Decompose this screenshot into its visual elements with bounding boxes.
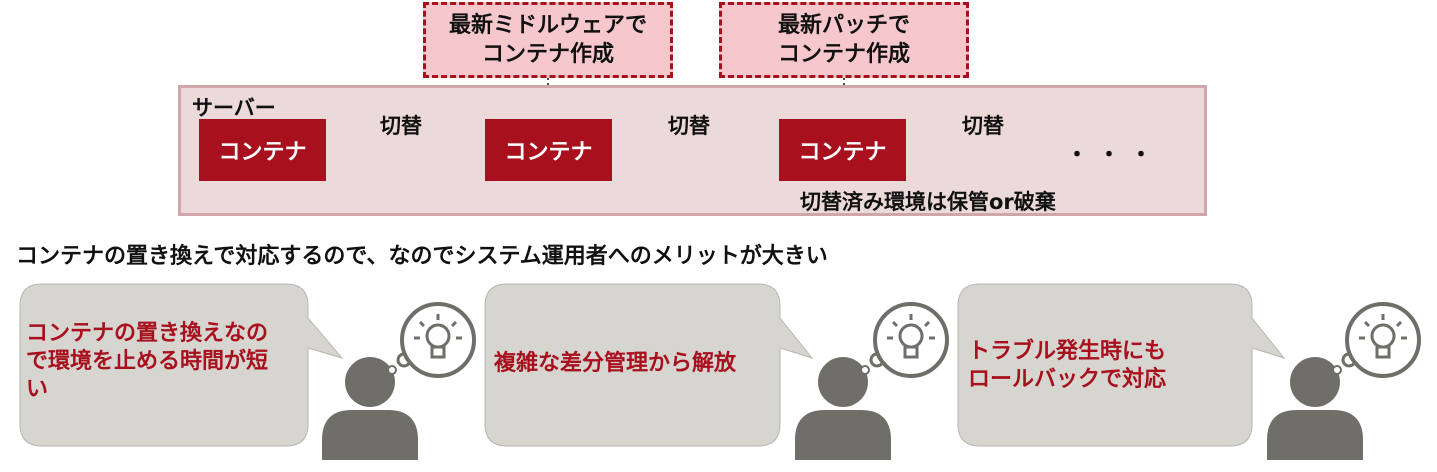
server-area — [178, 85, 1207, 216]
container-box-3: コンテナ — [779, 119, 906, 181]
benefit-line: 複雑な差分管理から解放 — [494, 351, 737, 376]
server-label: サーバー — [192, 96, 276, 120]
person-body-icon — [322, 410, 418, 460]
benefit-line: い — [26, 377, 49, 402]
person-thinking-2 — [795, 302, 949, 460]
person-body-icon — [1267, 410, 1363, 460]
note-latest-middleware: 最新ミドルウェアで コンテナ作成 — [423, 2, 673, 78]
benefit-text-1: コンテナの置き換えなの で環境を止める時間が短 い — [26, 320, 306, 404]
container-box-2: コンテナ — [485, 119, 612, 181]
speech-bubble-1 — [19, 283, 344, 447]
benefit-line: で環境を止める時間が短 — [26, 349, 269, 374]
benefit-line: ロールバックで対応 — [968, 367, 1167, 392]
person-head-icon — [818, 357, 868, 407]
speech-bubble-2 — [484, 283, 814, 447]
person-body-icon — [795, 410, 891, 460]
speech-bubble-3 — [957, 283, 1286, 447]
note-line: 最新パッチで — [777, 13, 910, 38]
lightbulb-icon — [1359, 314, 1407, 359]
person-head-icon — [1290, 357, 1340, 407]
note-latest-patch: 最新パッチで コンテナ作成 — [719, 2, 969, 78]
benefit-text-2: 複雑な差分管理から解放 — [494, 350, 774, 378]
lightbulb-icon — [414, 314, 462, 359]
container-box-1: コンテナ — [199, 119, 326, 181]
person-head-icon — [345, 357, 395, 407]
note-line: コンテナ作成 — [777, 42, 910, 67]
person-thinking-1 — [322, 302, 476, 460]
archive-note: 切替済み環境は保管or破棄 — [800, 190, 1056, 214]
note-line: コンテナ作成 — [481, 42, 614, 67]
lightbulb-icon — [887, 314, 935, 359]
switch-label-1: 切替 — [380, 114, 422, 138]
summary-text: コンテナの置き換えで対応するので、なのでシステム運用者へのメリットが大きい — [16, 244, 828, 269]
switch-label-3: 切替 — [962, 114, 1004, 138]
continuation-dots: ・・・ — [1066, 143, 1163, 168]
benefit-line: コンテナの置き換えなの — [26, 321, 269, 346]
benefit-line: トラブル発生時にも — [968, 339, 1167, 364]
benefit-text-3: トラブル発生時にも ロールバックで対応 — [968, 338, 1248, 394]
note-line: 最新ミドルウェアで — [448, 13, 647, 38]
person-thinking-3 — [1267, 302, 1421, 460]
switch-label-2: 切替 — [668, 114, 710, 138]
